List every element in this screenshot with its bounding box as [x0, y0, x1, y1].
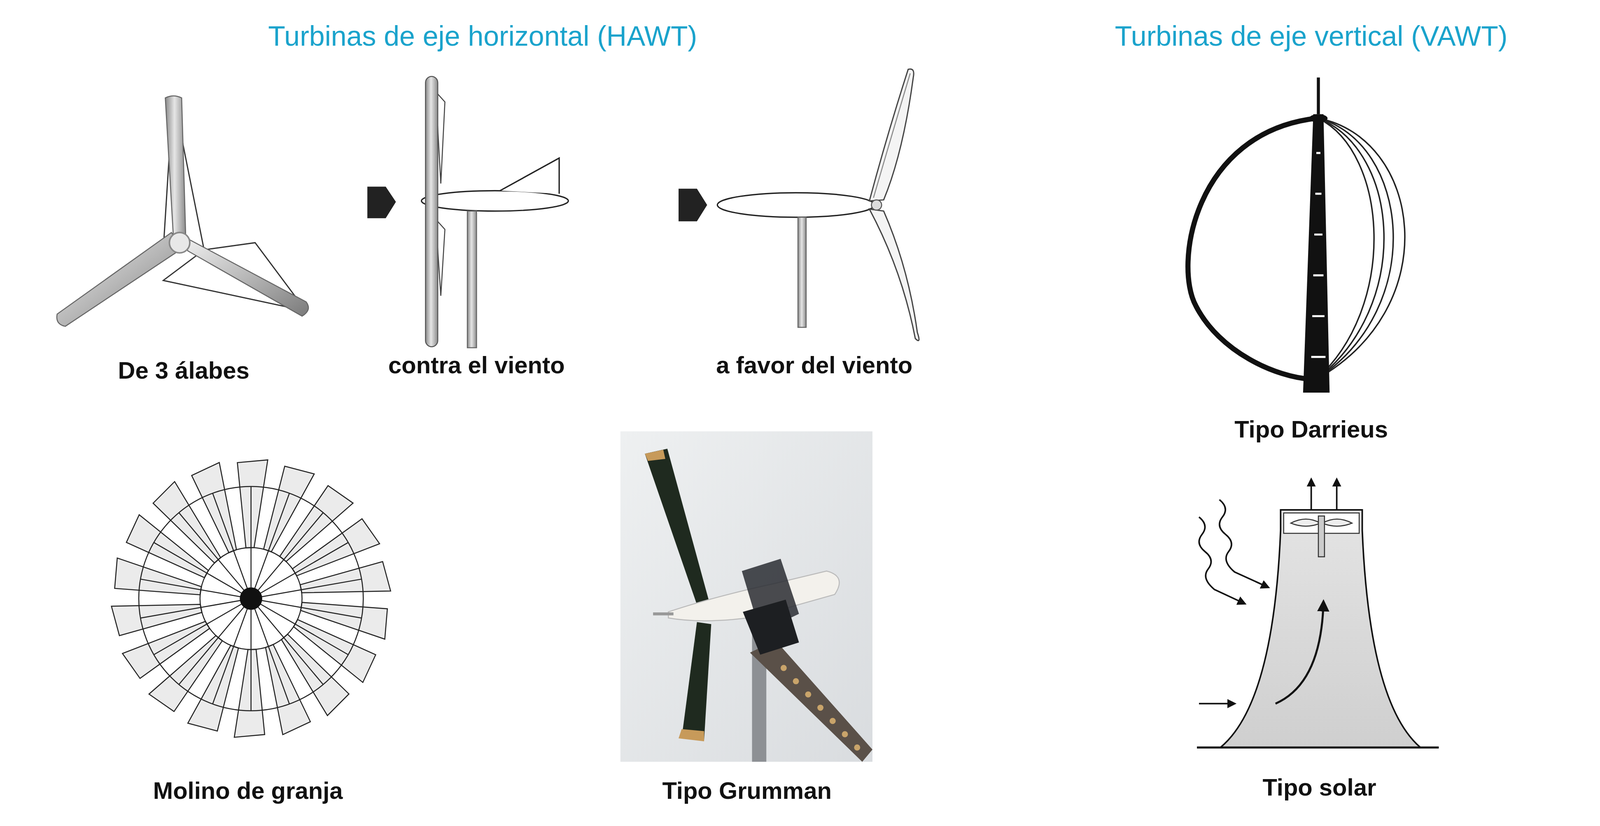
curved-blade — [1187, 118, 1317, 380]
mill-spoke — [140, 598, 251, 619]
mill-spoke — [250, 486, 252, 600]
mill-spoke — [251, 598, 349, 655]
tower — [797, 217, 807, 328]
turbine-caption: Tipo Darrieus — [1234, 415, 1388, 444]
blade — [681, 622, 712, 741]
inner-ring — [200, 548, 303, 651]
blade — [869, 69, 915, 201]
tower-body — [1220, 510, 1421, 748]
nacelle-disc — [421, 190, 569, 212]
three-blade-turbine — [56, 95, 309, 327]
antenna — [1316, 77, 1320, 115]
farm-windmill — [111, 459, 391, 738]
blade — [165, 95, 186, 239]
mill-spoke — [212, 598, 251, 705]
wind-arrow — [367, 186, 396, 219]
mill-spoke — [212, 493, 251, 599]
solar-tower — [1196, 479, 1439, 749]
mill-spoke — [251, 598, 290, 705]
exhaust-arrow — [1336, 479, 1338, 511]
boom — [750, 640, 873, 763]
blade-tip — [678, 729, 705, 742]
mill-blade — [234, 649, 265, 738]
mill-spoke — [251, 493, 290, 599]
mill-spoke — [178, 513, 251, 600]
blade-tip — [644, 450, 666, 462]
mill-spoke — [153, 542, 252, 599]
downwind-turbine — [678, 69, 919, 341]
inflow-arrow — [1198, 703, 1235, 705]
mill-spoke — [251, 598, 324, 685]
turbine-caption: a favor del viento — [716, 351, 913, 380]
mast-rungs — [1311, 153, 1326, 358]
darrieus-turbine — [1187, 77, 1405, 393]
section-heading: Turbinas de eje horizontal (HAWT) — [268, 19, 698, 52]
tower — [467, 211, 477, 348]
section-heading: Turbinas de eje vertical (VAWT) — [1114, 19, 1508, 52]
turbine-shaft — [1318, 516, 1325, 558]
turbine-caption: De 3 álabes — [117, 356, 250, 385]
mill-blade — [237, 459, 269, 549]
turbine-caption: contra el viento — [388, 351, 565, 380]
hub — [239, 587, 263, 611]
mill-spoke — [250, 598, 252, 712]
mill-blade — [300, 561, 391, 593]
sun-ray — [1219, 499, 1269, 588]
blade — [869, 209, 919, 341]
service-basket — [742, 599, 799, 656]
blade — [56, 232, 182, 327]
blade — [425, 76, 438, 348]
top-cap — [1309, 114, 1328, 123]
turbine-caption: Molino de granja — [153, 776, 343, 805]
turbine-caption: Tipo Grumman — [662, 776, 832, 805]
turbine-caption: Tipo solar — [1262, 774, 1377, 802]
photo-background — [620, 431, 873, 763]
hub — [169, 232, 190, 254]
blade — [644, 448, 710, 605]
mill-spoke — [251, 579, 362, 599]
spinner — [653, 612, 674, 616]
ground-line — [1196, 746, 1439, 749]
tail-fin — [499, 158, 560, 194]
grumman-photo — [620, 431, 873, 763]
curved-blade — [1316, 118, 1405, 380]
blade — [183, 236, 309, 317]
mast — [1303, 114, 1330, 393]
upwind-turbine — [367, 76, 569, 348]
exhaust-arrow — [1310, 479, 1313, 511]
blade-edge — [873, 73, 910, 198]
outer-ring — [138, 486, 364, 712]
mill-blade — [111, 604, 203, 637]
hub — [871, 200, 882, 211]
mill-spoke — [178, 598, 251, 685]
wind-arrow — [678, 188, 707, 222]
nacelle-disc — [717, 192, 875, 217]
mill-spoke — [251, 513, 324, 600]
boom-lights — [780, 665, 861, 752]
airflow-arrow — [1275, 601, 1324, 705]
